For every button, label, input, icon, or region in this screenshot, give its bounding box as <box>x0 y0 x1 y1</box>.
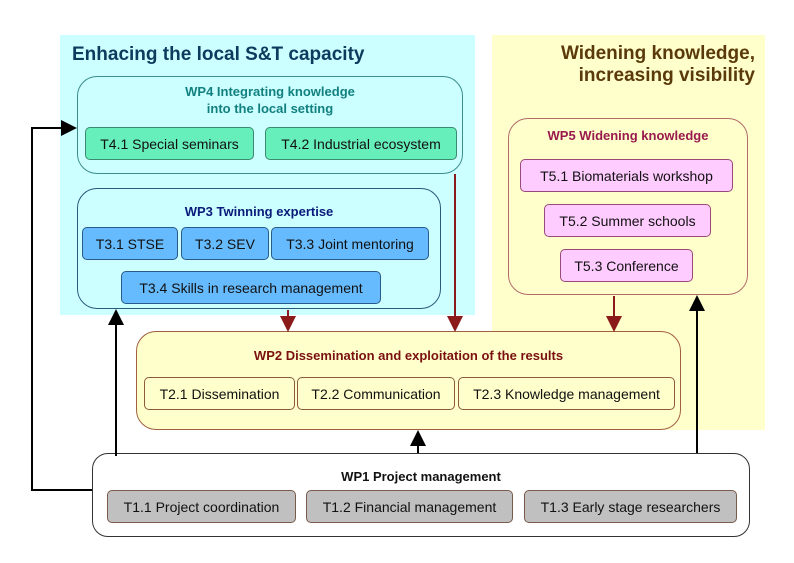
wp4-title-line1: WP4 Integrating knowledge <box>185 84 355 99</box>
wp5-title: WP5 Widening knowledge <box>547 128 709 143</box>
task-t5-3[interactable]: T5.3 Conference <box>560 249 693 282</box>
wp1-box[interactable]: WP1 Project management T1.1 Project coor… <box>92 453 750 537</box>
wp4-title: WP4 Integrating knowledge into the local… <box>78 83 462 117</box>
task-t3-1[interactable]: T3.1 STSE <box>82 227 178 260</box>
task-t2-1[interactable]: T2.1 Dissemination <box>144 377 295 410</box>
wp4-title-line2: into the local setting <box>206 101 334 116</box>
wp5-box[interactable]: WP5 Widening knowledge T5.1 Biomaterials… <box>508 118 748 295</box>
task-t3-3[interactable]: T3.3 Joint mentoring <box>271 227 429 260</box>
task-t4-1[interactable]: T4.1 Special seminars <box>85 127 254 160</box>
task-t1-1[interactable]: T1.1 Project coordination <box>107 490 296 523</box>
region-local-title: Enhacing the local S&T capacity <box>72 44 365 65</box>
wp3-title: WP3 Twinning expertise <box>184 204 334 219</box>
task-t5-1[interactable]: T5.1 Biomaterials workshop <box>520 159 733 192</box>
task-t5-2[interactable]: T5.2 Summer schools <box>544 204 711 237</box>
wp2-title: WP2 Dissemination and exploitation of th… <box>253 348 564 363</box>
wp1-title: WP1 Project management <box>341 469 501 484</box>
task-t3-4[interactable]: T3.4 Skills in research management <box>121 271 381 304</box>
wp2-box[interactable]: WP2 Dissemination and exploitation of th… <box>136 331 681 430</box>
wp3-box[interactable]: WP3 Twinning expertise T3.1 STSE T3.2 SE… <box>77 188 441 309</box>
task-t1-2[interactable]: T1.2 Financial management <box>306 490 513 523</box>
task-t2-2[interactable]: T2.2 Communication <box>297 377 455 410</box>
task-t4-2[interactable]: T4.2 Industrial ecosystem <box>265 127 457 160</box>
region-widening-title-line1: Widening knowledge, <box>560 43 755 64</box>
wp4-box[interactable]: WP4 Integrating knowledge into the local… <box>77 76 463 174</box>
task-t2-3[interactable]: T2.3 Knowledge management <box>458 377 675 410</box>
task-t3-2[interactable]: T3.2 SEV <box>181 227 269 260</box>
region-widening-title-line2: increasing visibility <box>578 65 755 86</box>
arrow-wp1-to-wp4 <box>31 120 92 491</box>
region-widening-title: Widening knowledge, increasing visibilit… <box>561 43 755 87</box>
task-t1-3[interactable]: T1.3 Early stage researchers <box>524 490 737 523</box>
